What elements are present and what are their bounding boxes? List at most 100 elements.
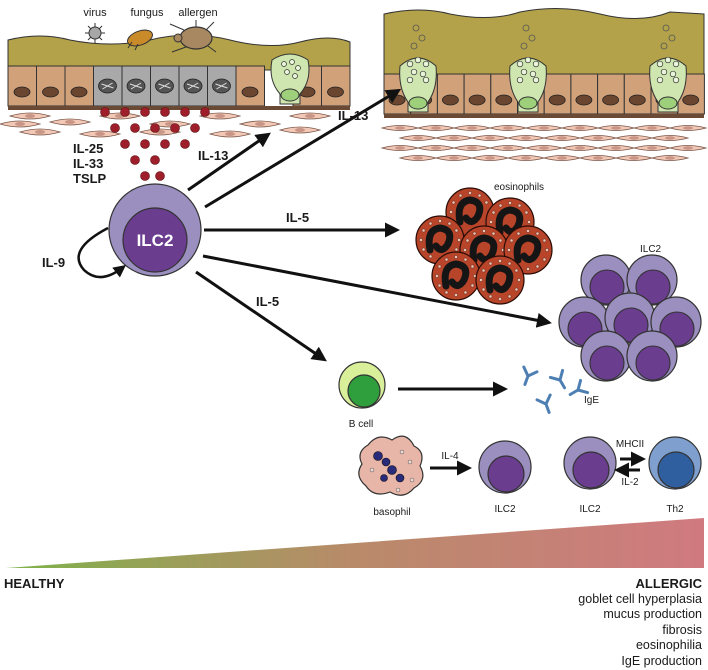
- nucleus: [575, 94, 593, 106]
- virus-icon: [85, 23, 105, 43]
- tslp-label: TSLP: [73, 171, 107, 186]
- cytokine-dot: [130, 155, 140, 165]
- th2-cell: [648, 436, 702, 490]
- ige-label: IgE: [584, 395, 599, 406]
- nucleus: [13, 86, 31, 98]
- outcome-fibrosis: fibrosis: [662, 622, 702, 637]
- eosinophil: [431, 251, 481, 301]
- epithelial-cell: [7, 65, 37, 107]
- fibrotic-stroma: [380, 125, 708, 161]
- healthy-label: HEALTHY: [4, 576, 65, 591]
- mucus-bubble: [528, 34, 536, 42]
- ige-antibody: [548, 368, 566, 390]
- allergen-icon: [169, 20, 217, 53]
- cytokine-dot: [110, 123, 120, 133]
- epithelial-cell: [36, 65, 66, 107]
- healthy-epithelium: [0, 20, 351, 181]
- mucus-bubble: [522, 24, 530, 32]
- il9-label: IL-9: [42, 255, 65, 270]
- epithelial-cell: [623, 73, 652, 115]
- allergen-label: allergen: [178, 7, 217, 19]
- outcome-ige: IgE production: [621, 653, 702, 668]
- epithelial-cell: [463, 73, 492, 115]
- ilc2-bottom-b: [563, 436, 617, 490]
- mucus-bubble: [660, 42, 668, 50]
- nucleus: [327, 86, 344, 98]
- mucus-bubble: [410, 42, 418, 50]
- arrow-il13-goblet: [187, 132, 271, 192]
- cytokine-dot: [120, 139, 130, 149]
- cytokine-dot: [150, 123, 160, 133]
- mucus-bubble: [418, 34, 426, 42]
- epithelial-cell: [235, 65, 265, 107]
- cytokine-dot: [170, 123, 180, 133]
- nucleus: [602, 94, 619, 106]
- eosinophil-cluster: [415, 187, 553, 305]
- il25-label: IL-25: [73, 141, 103, 156]
- cytokine-dot: [140, 171, 150, 181]
- cytokine-dot: [190, 123, 200, 133]
- ilc2-bottom-a: [478, 440, 532, 494]
- cytokine-dot: [140, 139, 150, 149]
- virus-label: virus: [83, 7, 107, 19]
- bcell-label: B cell: [349, 419, 373, 430]
- cytokine-dot: [100, 107, 110, 117]
- allergic-label: ALLERGIC: [635, 576, 702, 591]
- nucleus: [628, 94, 646, 106]
- il13-label-b: IL-13: [338, 108, 368, 123]
- goblet-cell: [509, 24, 547, 113]
- stroma-cells: [0, 112, 332, 138]
- mucus-bubble: [662, 24, 670, 32]
- cytokine-dot: [180, 139, 190, 149]
- epithelial-cell: [64, 65, 94, 107]
- ilc2-cluster: [558, 254, 702, 382]
- ilc2-cell: [604, 292, 656, 344]
- epithelial-cell: [436, 73, 465, 115]
- ige-antibody: [522, 365, 539, 386]
- th2-label: Th2: [666, 504, 684, 515]
- il33-label: IL-33: [73, 156, 103, 171]
- basement-membrane: [384, 114, 704, 118]
- healthy-allergic-gradient: [6, 518, 704, 568]
- goblet-cell: [270, 53, 310, 105]
- ige-antibodies: [522, 365, 590, 414]
- outcome-eosinophilia: eosinophilia: [635, 638, 702, 652]
- goblet-cells: [399, 24, 687, 113]
- goblet-cell: [399, 24, 437, 113]
- cytokine-dot: [180, 107, 190, 117]
- allergic-outcomes: ALLERGIC goblet cell hyperplasia mucus p…: [578, 576, 702, 669]
- il5-label-a: IL-5: [286, 210, 309, 225]
- nucleus: [548, 94, 566, 106]
- nucleus: [441, 94, 459, 106]
- cytokine-dot: [160, 139, 170, 149]
- il2-label: IL-2: [621, 477, 639, 488]
- mucus-bubble: [520, 42, 528, 50]
- eosinophils-label: eosinophils: [494, 182, 544, 193]
- cytokine-dot: [130, 123, 140, 133]
- arrow-ilc2-expansion: [202, 254, 552, 328]
- ige-antibody: [535, 393, 552, 414]
- basophil-label: basophil: [373, 507, 410, 518]
- outcome-mucus: mucus production: [603, 607, 702, 621]
- mhcii-label: MHCII: [616, 439, 644, 450]
- mucus-bubble: [668, 34, 676, 42]
- arrow-il13-epithelium: [204, 88, 402, 209]
- epithelial-cell-row: [7, 65, 351, 107]
- il4-label: IL-4: [441, 451, 459, 462]
- nucleus: [70, 86, 88, 98]
- il9-autocrine-arrow: [77, 226, 126, 279]
- outcome-goblet: goblet cell hyperplasia: [578, 591, 702, 606]
- ilc2-cell: [580, 330, 632, 382]
- ilc2-bottom-a-label: ILC2: [494, 504, 516, 515]
- fungus-label: fungus: [130, 7, 164, 19]
- thick-mucus-layer: [383, 7, 705, 81]
- nucleus: [495, 94, 513, 106]
- mucus-bubble: [412, 24, 420, 32]
- cytokine-dot: [160, 107, 170, 117]
- ilc2-cluster-label: ILC2: [640, 244, 662, 255]
- cytokine-dot: [155, 171, 165, 181]
- epithelial-cell: [321, 65, 351, 107]
- allergic-epithelium: [380, 7, 708, 161]
- cytokine-dot: [120, 107, 130, 117]
